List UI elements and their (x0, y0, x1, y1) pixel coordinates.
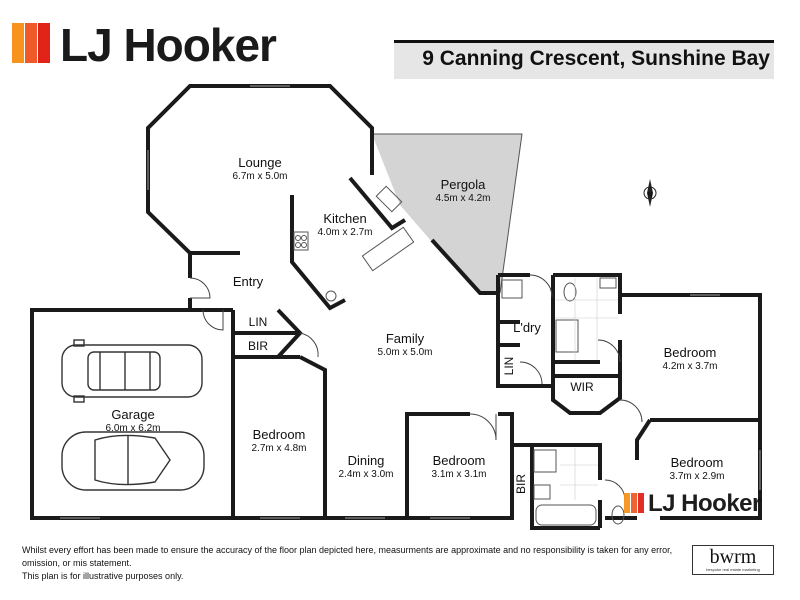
room-name-lin-2: LIN (502, 357, 516, 376)
room-name-wir: WIR (570, 380, 594, 394)
lounge-walls (146, 84, 374, 255)
bedroom-3-walls (405, 412, 470, 518)
room-dims-kitchen: 4.0m x 2.7m (317, 227, 372, 238)
disclaimer-line-1: Whilst every effort has been made to ens… (22, 545, 673, 568)
room-dims-family: 5.0m x 5.0m (377, 347, 432, 358)
brand-name: LJ Hooker (60, 19, 277, 71)
garage-walls (30, 308, 233, 520)
bathroom-walls (553, 273, 622, 314)
room-dims-bedroom-3: 3.1m x 3.1m (431, 469, 486, 480)
room-name-lin-1: LIN (249, 315, 268, 329)
room-name-lounge: Lounge (238, 155, 281, 170)
watermark-mark (624, 493, 644, 515)
room-dims-bedroom-4: 3.7m x 2.9m (669, 471, 724, 482)
address-banner (394, 40, 774, 79)
watermark-text: LJ Hooker (648, 490, 761, 517)
room-name-bedroom-4: Bedroom (671, 455, 724, 470)
room-dims-dining: 2.4m x 3.0m (338, 469, 393, 480)
room-name-garage: Garage (111, 407, 154, 422)
watermark-logo: LJ Hooker (624, 490, 761, 518)
bedroom-4-walls (635, 418, 652, 460)
garage-car-top (61, 339, 203, 403)
room-dims-lounge: 6.7m x 5.0m (232, 171, 287, 182)
laundry-walls (496, 275, 553, 388)
room-name-bir-1: BIR (248, 339, 268, 353)
room-name-bedroom-3: Bedroom (433, 453, 486, 468)
room-dims-bedroom-main: 4.2m x 3.7m (662, 361, 717, 372)
kitchen-walls (290, 195, 346, 311)
room-name-entry: Entry (233, 274, 264, 289)
room-name-family: Family (386, 331, 425, 346)
agency-logo: bwrm bespoke real estate marketing (692, 545, 774, 575)
agency-tagline: bespoke real estate marketing (706, 567, 760, 572)
disclaimer: Whilst every effort has been made to ens… (22, 544, 702, 583)
room-dims-pergola: 4.5m x 4.2m (435, 193, 490, 204)
brand-logo-mark (12, 23, 52, 67)
room-dims-garage: 6.0m x 6.2m (105, 423, 160, 434)
garage-car-bottom (61, 431, 205, 491)
room-name-bedroom-main: Bedroom (664, 345, 717, 360)
compass-icon (643, 179, 657, 207)
compass-label: N (647, 192, 652, 199)
family-walls (430, 238, 498, 295)
room-name-bir-2: BIR (514, 474, 528, 494)
ensuite-walls (512, 443, 602, 480)
pergola-area (372, 134, 522, 293)
room-dims-bedroom-2: 2.7m x 4.8m (251, 443, 306, 454)
disclaimer-line-2: This plan is for illustrative purposes o… (22, 571, 184, 581)
room-name-kitchen: Kitchen (323, 211, 366, 226)
brand-logo: LJ Hooker (12, 19, 277, 71)
property-address: 9 Canning Crescent, Sunshine Bay (422, 47, 770, 70)
room-name-pergola: Pergola (441, 177, 487, 192)
room-name-bedroom-2: Bedroom (253, 427, 306, 442)
room-name-laundry: L'dry (513, 320, 541, 335)
agency-logo-text: bwrm (709, 546, 757, 568)
room-name-dining: Dining (348, 453, 385, 468)
